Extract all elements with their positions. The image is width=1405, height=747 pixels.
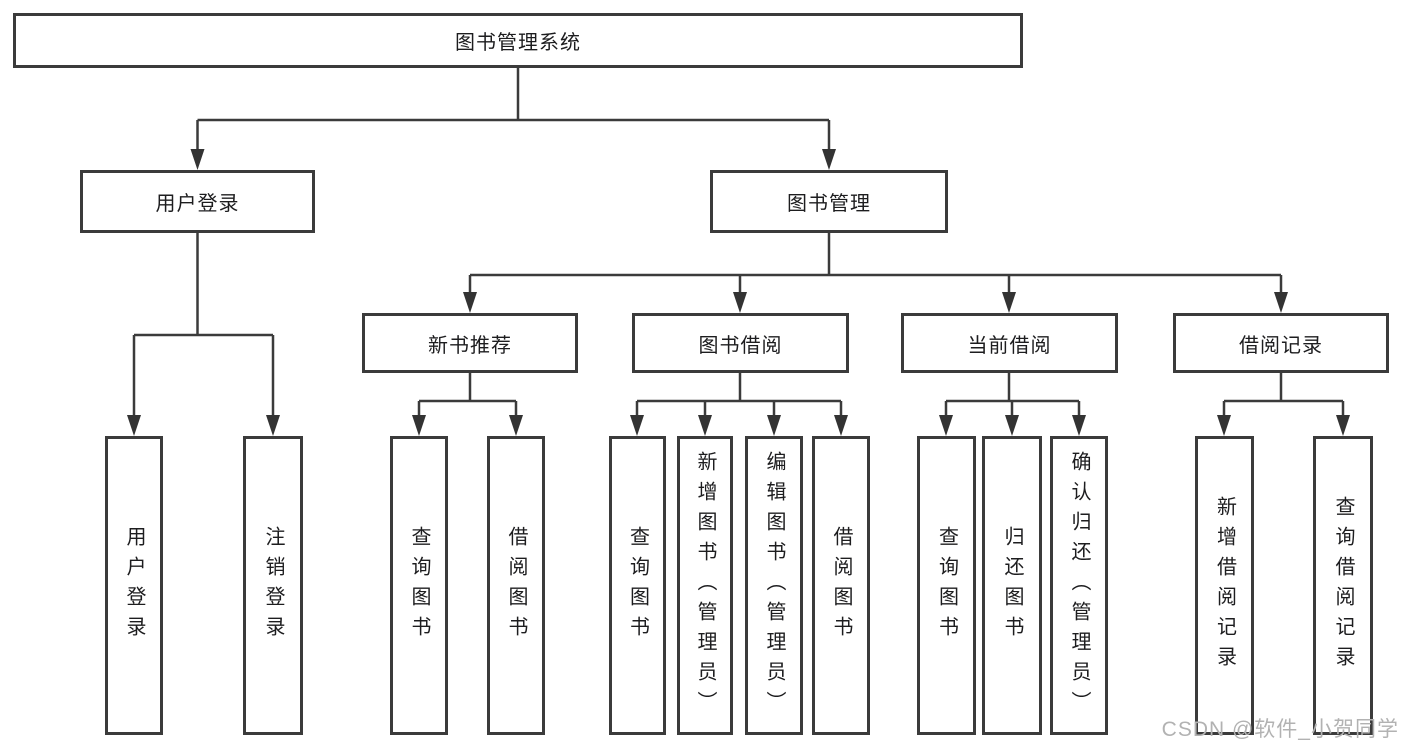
- leaf-add-books-admin: 新增图书（管理员）: [677, 436, 733, 735]
- node-label: 新书推荐: [428, 334, 512, 357]
- leaf-label: 编辑图书（管理员）: [763, 450, 785, 721]
- leaf-label: 查询图书: [626, 525, 649, 646]
- leaf-logout: 注销登录: [243, 436, 303, 735]
- csdn-watermark: CSDN @软件_小贺同学: [1161, 718, 1399, 741]
- leaf-confirm-return-admin: 确认归还（管理员）: [1050, 436, 1108, 735]
- leaf-label: 查询图书: [408, 525, 430, 646]
- leaf-label: 查询图书: [935, 525, 958, 646]
- leaf-label: 借阅图书: [505, 525, 527, 646]
- leaf-label: 新增图书（管理员）: [694, 450, 716, 721]
- node-label: 用户登录: [155, 193, 240, 215]
- leaf-query-books-recommend: 查询图书: [390, 436, 448, 735]
- leaf-query-books-current: 查询图书: [917, 436, 976, 735]
- leaf-user-login: 用户登录: [105, 436, 163, 735]
- node-library-management-system: 图书管理系统: [13, 13, 1023, 68]
- node-borrowing-records: 借阅记录: [1173, 313, 1389, 373]
- leaf-borrow-books: 借阅图书: [812, 436, 870, 735]
- node-label: 图书管理系统: [455, 32, 581, 54]
- connector-records-to-leaves: [1222, 373, 1345, 418]
- connector-root-to-level2: [196, 68, 831, 152]
- node-book-management: 图书管理: [710, 170, 948, 233]
- connector-newbook-to-leaves: [417, 373, 518, 418]
- connector-borrow-to-leaves: [635, 373, 843, 418]
- node-label: 图书借阅: [698, 334, 783, 357]
- leaf-query-borrow-record: 查询借阅记录: [1313, 436, 1373, 735]
- leaf-label: 归还图书: [1001, 525, 1023, 646]
- node-book-borrowing: 图书借阅: [632, 313, 849, 373]
- node-label: 图书管理: [787, 193, 871, 215]
- leaf-return-books: 归还图书: [982, 436, 1042, 735]
- connector-current-to-leaves: [944, 373, 1081, 418]
- leaf-label: 查询借阅记录: [1332, 495, 1354, 676]
- leaf-label: 确认归还（管理员）: [1068, 450, 1090, 721]
- leaf-label: 用户登录: [123, 525, 145, 646]
- leaf-label: 借阅图书: [830, 525, 852, 646]
- leaf-edit-books-admin: 编辑图书（管理员）: [745, 436, 803, 735]
- node-label: 借阅记录: [1239, 334, 1323, 357]
- node-label: 当前借阅: [967, 334, 1052, 357]
- node-user-login: 用户登录: [80, 170, 315, 233]
- leaf-label: 注销登录: [262, 525, 284, 646]
- connector-bookmgmt-to-level3: [468, 233, 1283, 295]
- node-new-book-recommendation: 新书推荐: [362, 313, 578, 373]
- leaf-add-borrow-record: 新增借阅记录: [1195, 436, 1254, 735]
- leaf-borrow-books-recommend: 借阅图书: [487, 436, 545, 735]
- leaf-query-books-borrow: 查询图书: [609, 436, 666, 735]
- node-current-borrowing: 当前借阅: [901, 313, 1118, 373]
- leaf-label: 新增借阅记录: [1213, 495, 1236, 676]
- connector-userlogin-to-leaves: [132, 233, 275, 418]
